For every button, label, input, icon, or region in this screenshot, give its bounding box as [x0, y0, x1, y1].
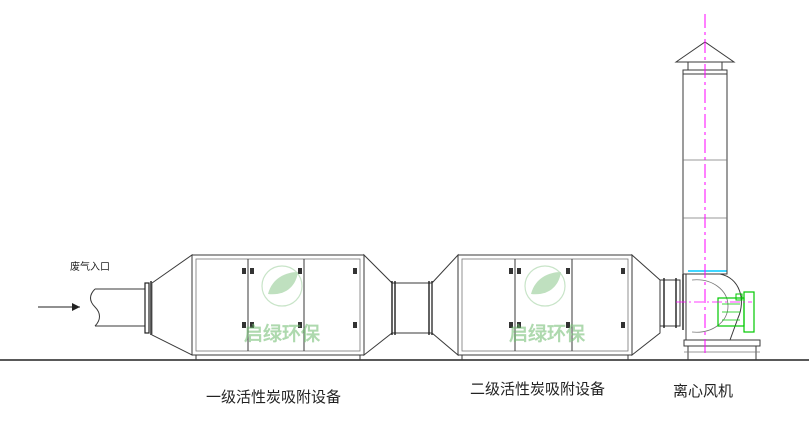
- centrifugal-fan: [683, 270, 761, 360]
- inlet-pipe: [90, 281, 152, 335]
- watermark-text-2: 启绿环保: [509, 322, 586, 345]
- leaf-logo-icon: [524, 265, 566, 307]
- watermark-text-1: 启绿环保: [244, 322, 321, 345]
- right-arrow-icon: [38, 303, 80, 311]
- stage1-label: 一级活性炭吸附设备: [206, 388, 341, 406]
- stage1-adsorber: [151, 253, 393, 360]
- leaf-logo-icon: [261, 265, 303, 307]
- connecting-duct: [391, 281, 433, 335]
- stage2-label: 二级活性炭吸附设备: [470, 380, 605, 398]
- fan-label: 离心风机: [673, 382, 733, 400]
- stage2-adsorber: [431, 253, 661, 360]
- inlet-label: 废气入口: [70, 260, 110, 273]
- fan-motor: [717, 291, 755, 333]
